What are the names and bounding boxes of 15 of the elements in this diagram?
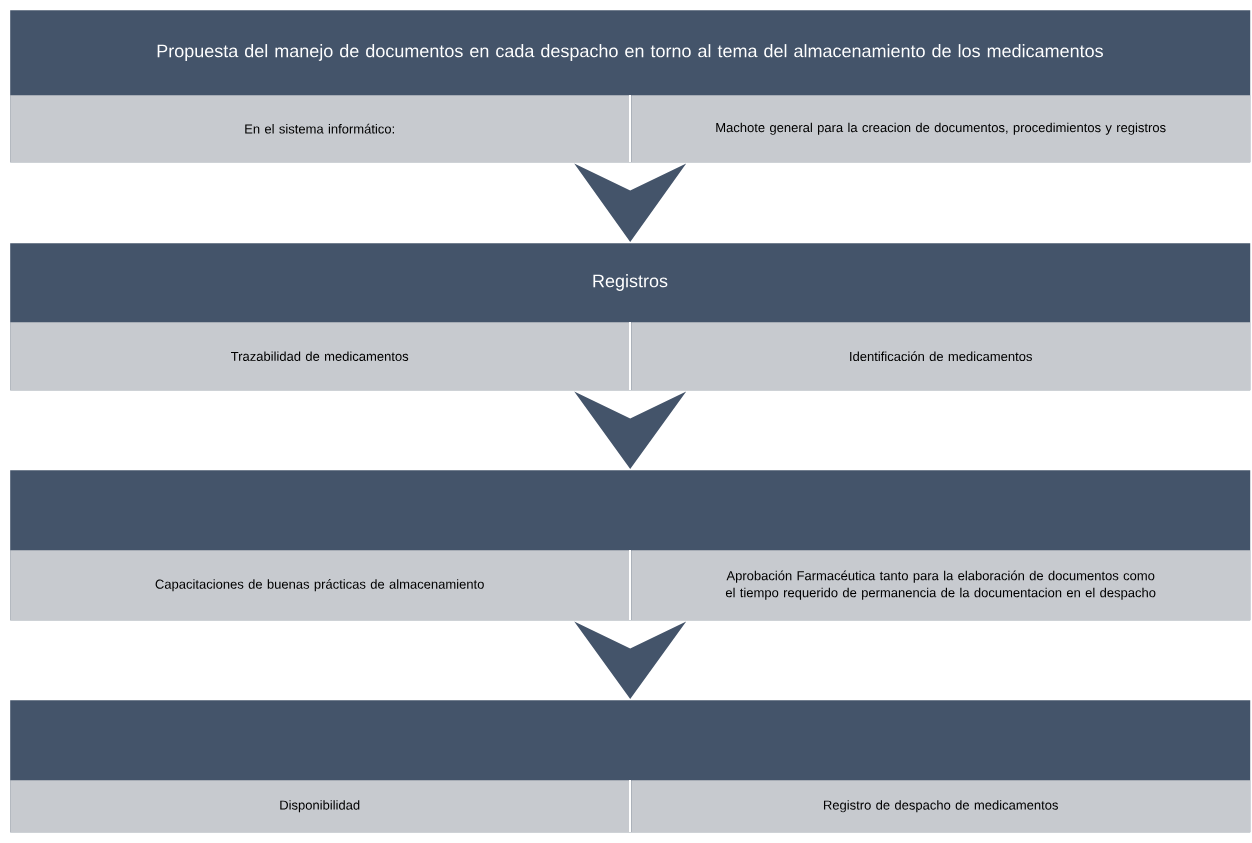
table-cell: Trazabilidad de medicamentos	[10, 322, 630, 391]
table-cell: Identificación de medicamentos	[631, 322, 1251, 391]
node-label: Identificación de medicamentos	[850, 351, 1032, 362]
chevron-arrow	[574, 163, 687, 242]
table-cell: Disponibilidad	[10, 780, 630, 833]
table-cell: Registro de despacho de medicamentos	[631, 780, 1251, 833]
table-cell: En el sistema informático:	[10, 95, 630, 163]
chevron-arrow	[574, 391, 687, 469]
node-label: Registro de despacho de medicamentos	[823, 800, 1058, 813]
node-label: Machote general para la creacion de documentos, procedimientos y registros	[716, 122, 1166, 135]
table-cell: Machote general para la creacion de documentos, procedimientos y registros	[631, 95, 1251, 163]
node-label: Aprobación Farmacéutica tanto para la elaboración de documentos como el tiempo requerido de permanencia de la documentacion en el despacho	[725, 570, 1156, 600]
chevron-arrow	[574, 621, 687, 699]
table-cell: Capacitaciones de buenas prácticas de almacenamiento	[10, 550, 630, 621]
table-cell: Aprobación Farmacéutica tanto para la elaboración de documentos como el tiempo requerido de permanencia de la documentacion en el despacho	[631, 550, 1251, 621]
